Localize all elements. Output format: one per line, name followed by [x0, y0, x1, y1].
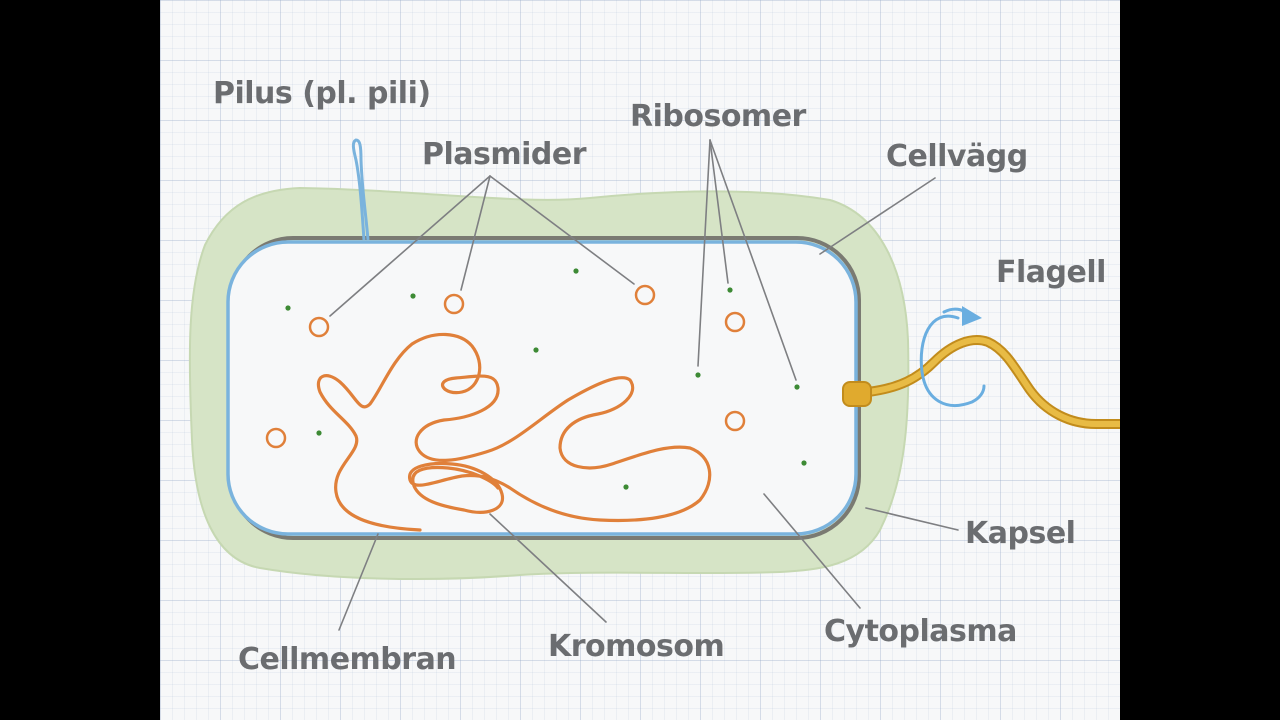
label-plasmider: Plasmider	[422, 137, 587, 172]
leader-line-ribosome-1	[697, 139, 711, 367]
ribosome	[727, 287, 733, 293]
ribosome	[623, 484, 629, 490]
label-kapsel: Kapsel	[965, 516, 1075, 551]
leader-line-plasmid-1	[329, 175, 491, 317]
ribosome	[801, 460, 807, 466]
plasmid	[724, 410, 746, 432]
label-flagell: Flagell	[996, 255, 1106, 290]
rotation-arrowhead	[962, 306, 982, 326]
leader-line-cellmembran	[338, 533, 379, 631]
label-cellvagg: Cellvägg	[886, 139, 1028, 174]
leader-line-ribosome-3	[709, 139, 797, 381]
label-pilus: Pilus (pl. pili)	[213, 76, 431, 111]
ribosome	[285, 305, 291, 311]
leader-line-ribosome-2	[709, 139, 729, 284]
leader-line-plasmid-3	[489, 175, 635, 285]
leader-lines	[329, 139, 959, 631]
ribosome	[794, 384, 800, 390]
label-cytoplasma: Cytoplasma	[824, 614, 1017, 649]
label-kromosom: Kromosom	[548, 629, 724, 664]
leader-line-kapsel	[865, 507, 959, 531]
ribosome	[573, 268, 579, 274]
ribosome	[410, 293, 416, 299]
ribosome	[533, 347, 539, 353]
leader-line-kromosom	[489, 513, 607, 623]
graph-paper-sheet: Pilus (pl. pili) Plasmider Ribosomer Cel…	[160, 0, 1120, 720]
ribosome	[695, 372, 701, 378]
flagellum-hook	[842, 381, 872, 407]
plasmid	[724, 311, 746, 333]
leader-line-plasmid-2	[460, 175, 491, 291]
plasmid	[265, 427, 287, 449]
plasmid	[443, 293, 465, 315]
bacterium-diagram: Pilus (pl. pili) Plasmider Ribosomer Cel…	[188, 76, 1120, 677]
leader-line-cellwall	[819, 177, 936, 255]
label-ribosomer: Ribosomer	[630, 99, 807, 134]
chromosome	[316, 332, 712, 532]
ribosome	[316, 430, 322, 436]
leader-line-cytoplasma	[763, 493, 861, 609]
rotation-arrow	[919, 314, 986, 407]
label-cellmembran: Cellmembran	[238, 642, 456, 677]
pilus	[351, 138, 370, 241]
plasmid	[308, 316, 330, 338]
flagellum-highlight	[865, 337, 1120, 427]
plasmid	[634, 284, 656, 306]
